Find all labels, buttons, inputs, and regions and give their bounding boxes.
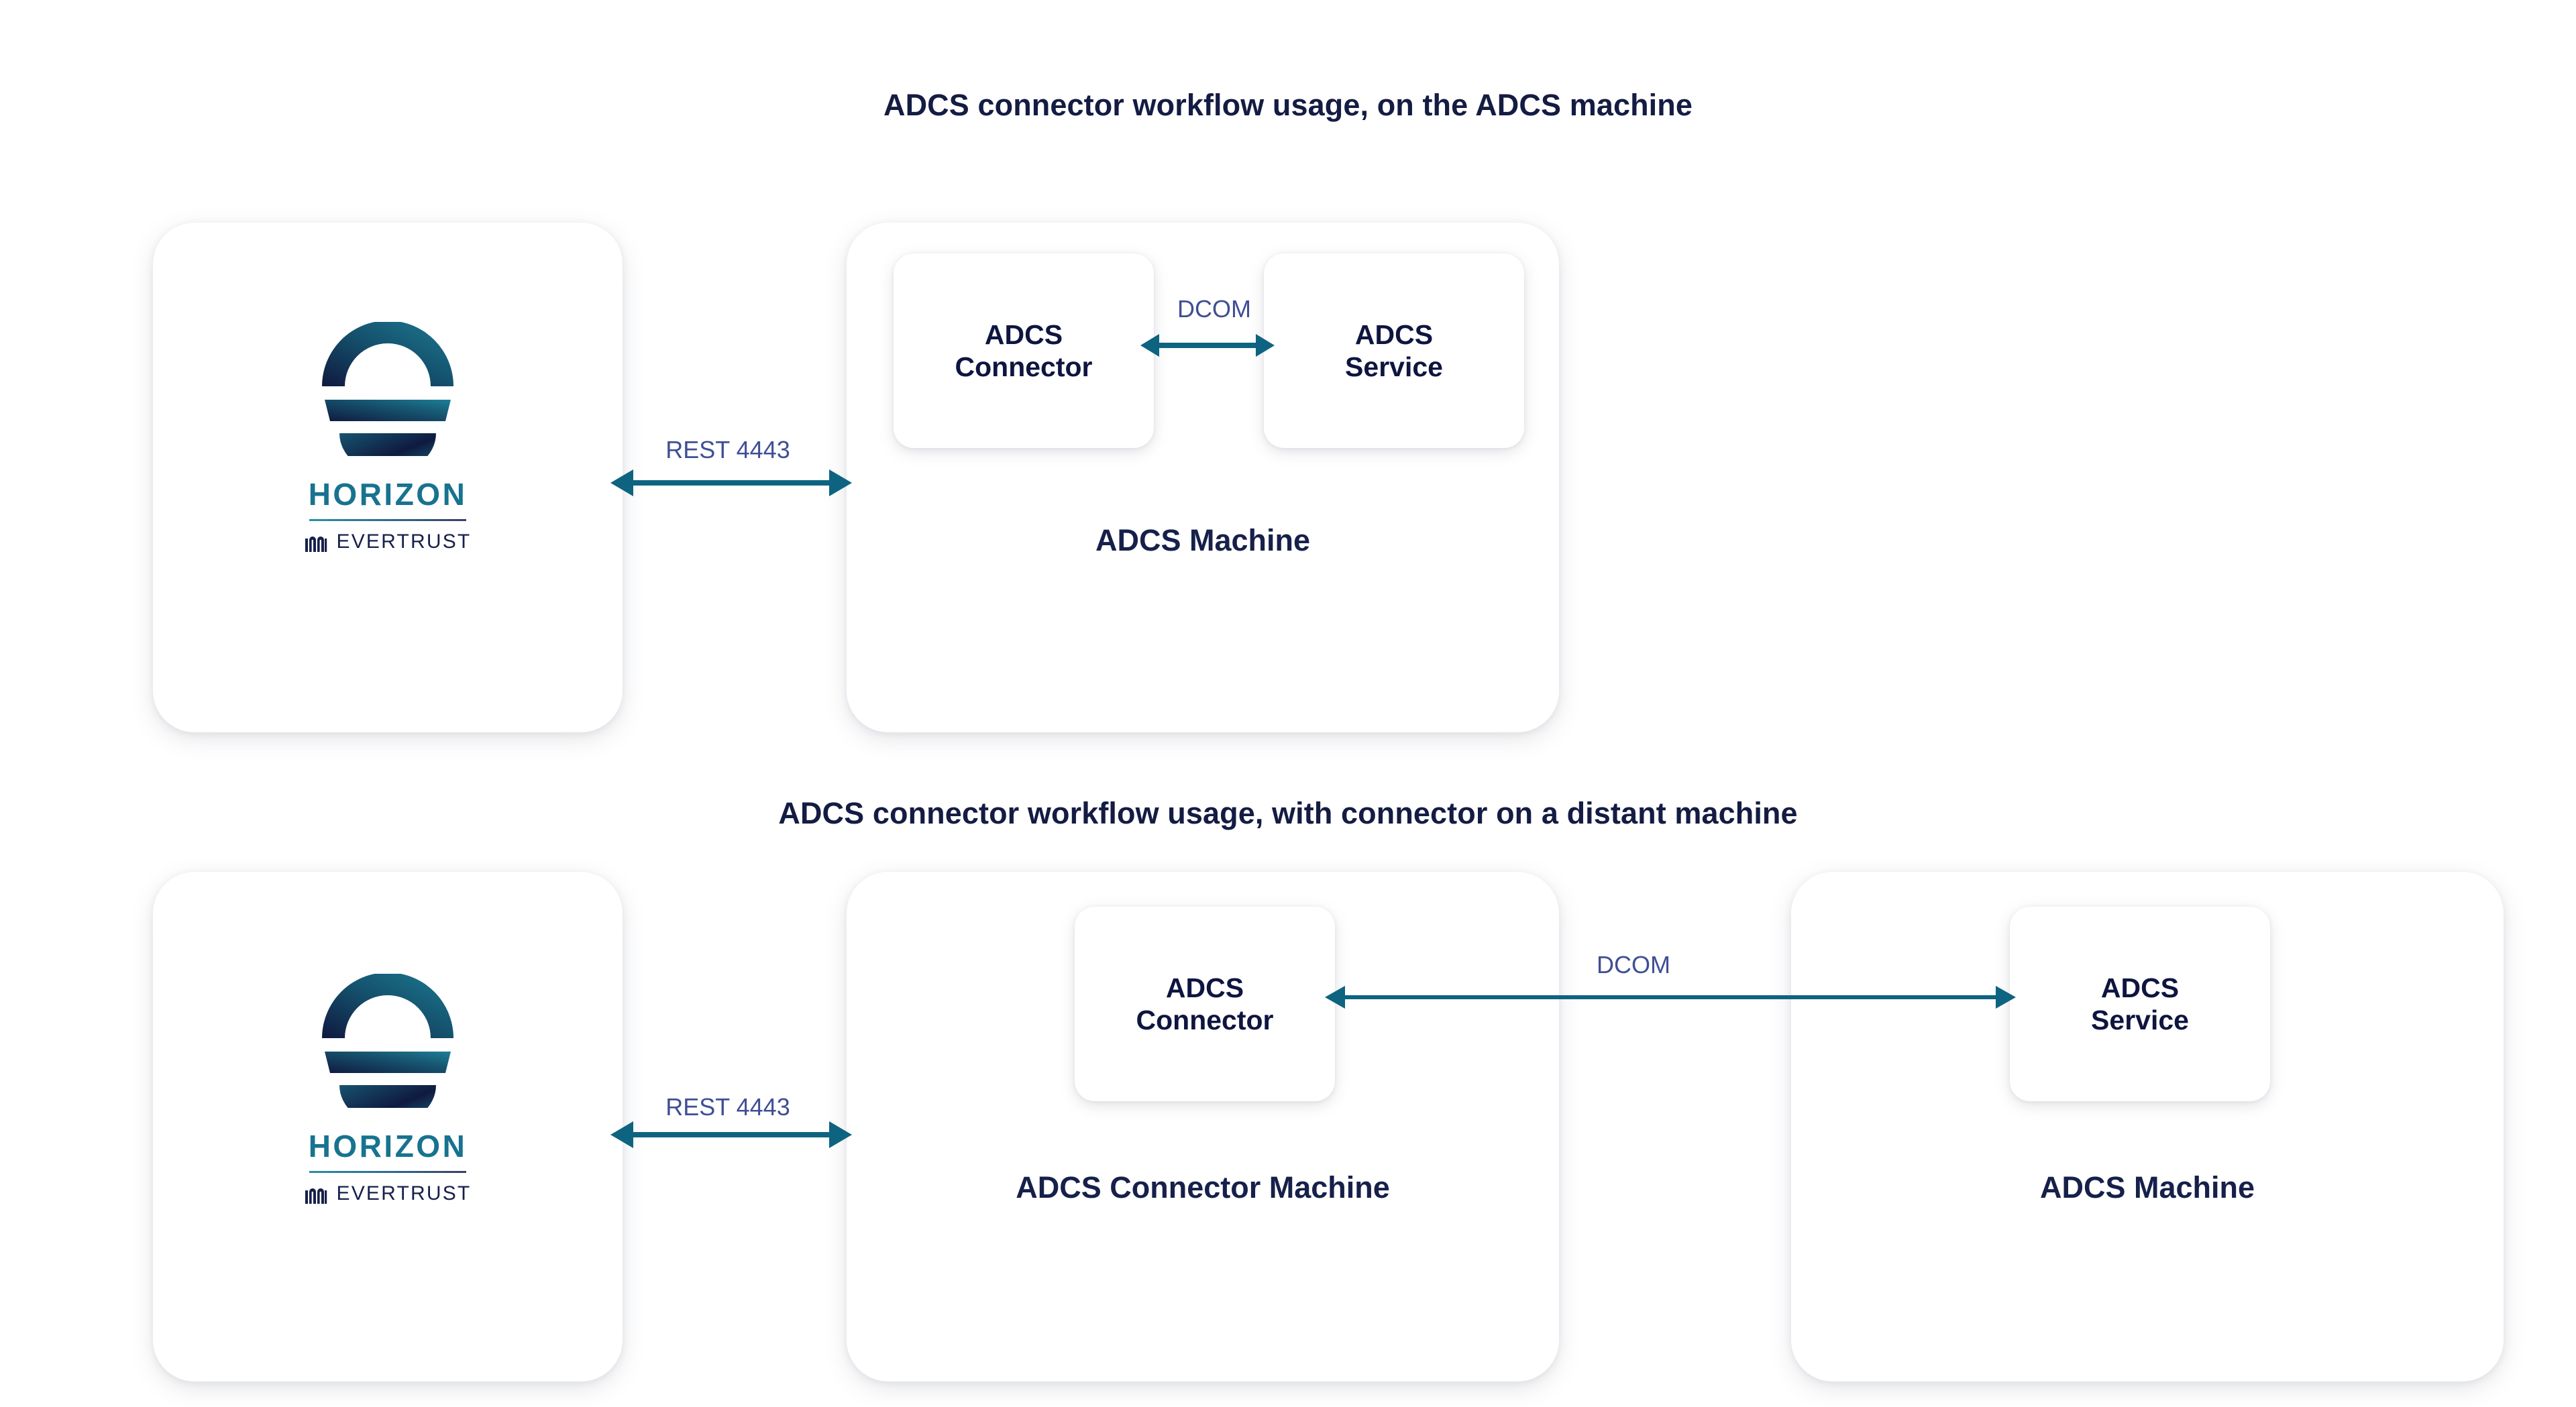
adcs-connector-box-label-2: ADCS Connector xyxy=(1136,972,1274,1037)
rest-connection-arrow-2 xyxy=(610,1121,852,1148)
evertrust-mark-icon xyxy=(305,537,327,552)
adcs-service-line1: ADCS xyxy=(1354,319,1434,350)
adcs-connector-line2: Connector xyxy=(1136,1005,1274,1035)
horizon-logo-2: HORIZON EVERTRUST xyxy=(153,974,623,1205)
horizon-logo: HORIZON EVERTRUST xyxy=(153,322,623,553)
adcs-machine-label: ADCS Machine xyxy=(1095,523,1311,557)
adcs-service-line2: Service xyxy=(1345,351,1443,382)
rest-connection-arrow xyxy=(610,469,852,496)
dcom-connection-label: DCOM xyxy=(1177,295,1251,323)
dcom-connection-arrow xyxy=(1140,334,1275,357)
adcs-connector-box-2: ADCS Connector xyxy=(1075,907,1335,1101)
adcs-connector-line1: ADCS xyxy=(1165,972,1244,1003)
horizon-product-card xyxy=(153,223,623,732)
adcs-machine-label-2: ADCS Machine xyxy=(2039,1170,2255,1204)
rest-connection-label-2: REST 4443 xyxy=(665,1093,790,1121)
adcs-service-line1: ADCS xyxy=(2100,972,2180,1003)
adcs-connector-machine-label: ADCS Connector Machine xyxy=(1016,1170,1390,1204)
evertrust-wordmark: EVERTRUST xyxy=(336,530,472,553)
evertrust-mark-icon xyxy=(305,1188,327,1204)
adcs-service-line2: Service xyxy=(2091,1005,2189,1035)
adcs-service-box-label-2: ADCS Service xyxy=(2091,972,2189,1037)
horizon-product-card-2 xyxy=(153,872,623,1382)
adcs-connector-line1: ADCS xyxy=(984,319,1063,350)
horizon-divider-2 xyxy=(309,1171,466,1173)
evertrust-wordmark-2: EVERTRUST xyxy=(336,1182,472,1204)
adcs-connector-box-label: ADCS Connector xyxy=(955,319,1093,384)
adcs-connector-line2: Connector xyxy=(955,351,1093,382)
adcs-service-box-label: ADCS Service xyxy=(1345,319,1443,384)
section-title-adcs-machine: ADCS connector workflow usage, on the AD… xyxy=(883,88,1693,122)
horizon-arc-logo-icon xyxy=(322,322,453,456)
dcom-connection-label-2: DCOM xyxy=(1597,951,1670,978)
evertrust-row-2: EVERTRUST xyxy=(305,1182,472,1205)
adcs-service-box: ADCS Service xyxy=(1264,254,1524,448)
dcom-connection-arrow-2 xyxy=(1325,986,2016,1009)
rest-connection-label: REST 4443 xyxy=(665,436,790,463)
adcs-service-box-2: ADCS Service xyxy=(2010,907,2270,1101)
horizon-wordmark-2: HORIZON xyxy=(308,1129,468,1164)
adcs-connector-box: ADCS Connector xyxy=(894,254,1154,448)
horizon-wordmark: HORIZON xyxy=(308,477,468,512)
evertrust-row: EVERTRUST xyxy=(305,530,472,553)
section-title-distant-machine: ADCS connector workflow usage, with conn… xyxy=(778,796,1798,830)
horizon-arc-logo-icon xyxy=(322,974,453,1108)
horizon-divider xyxy=(309,519,466,521)
